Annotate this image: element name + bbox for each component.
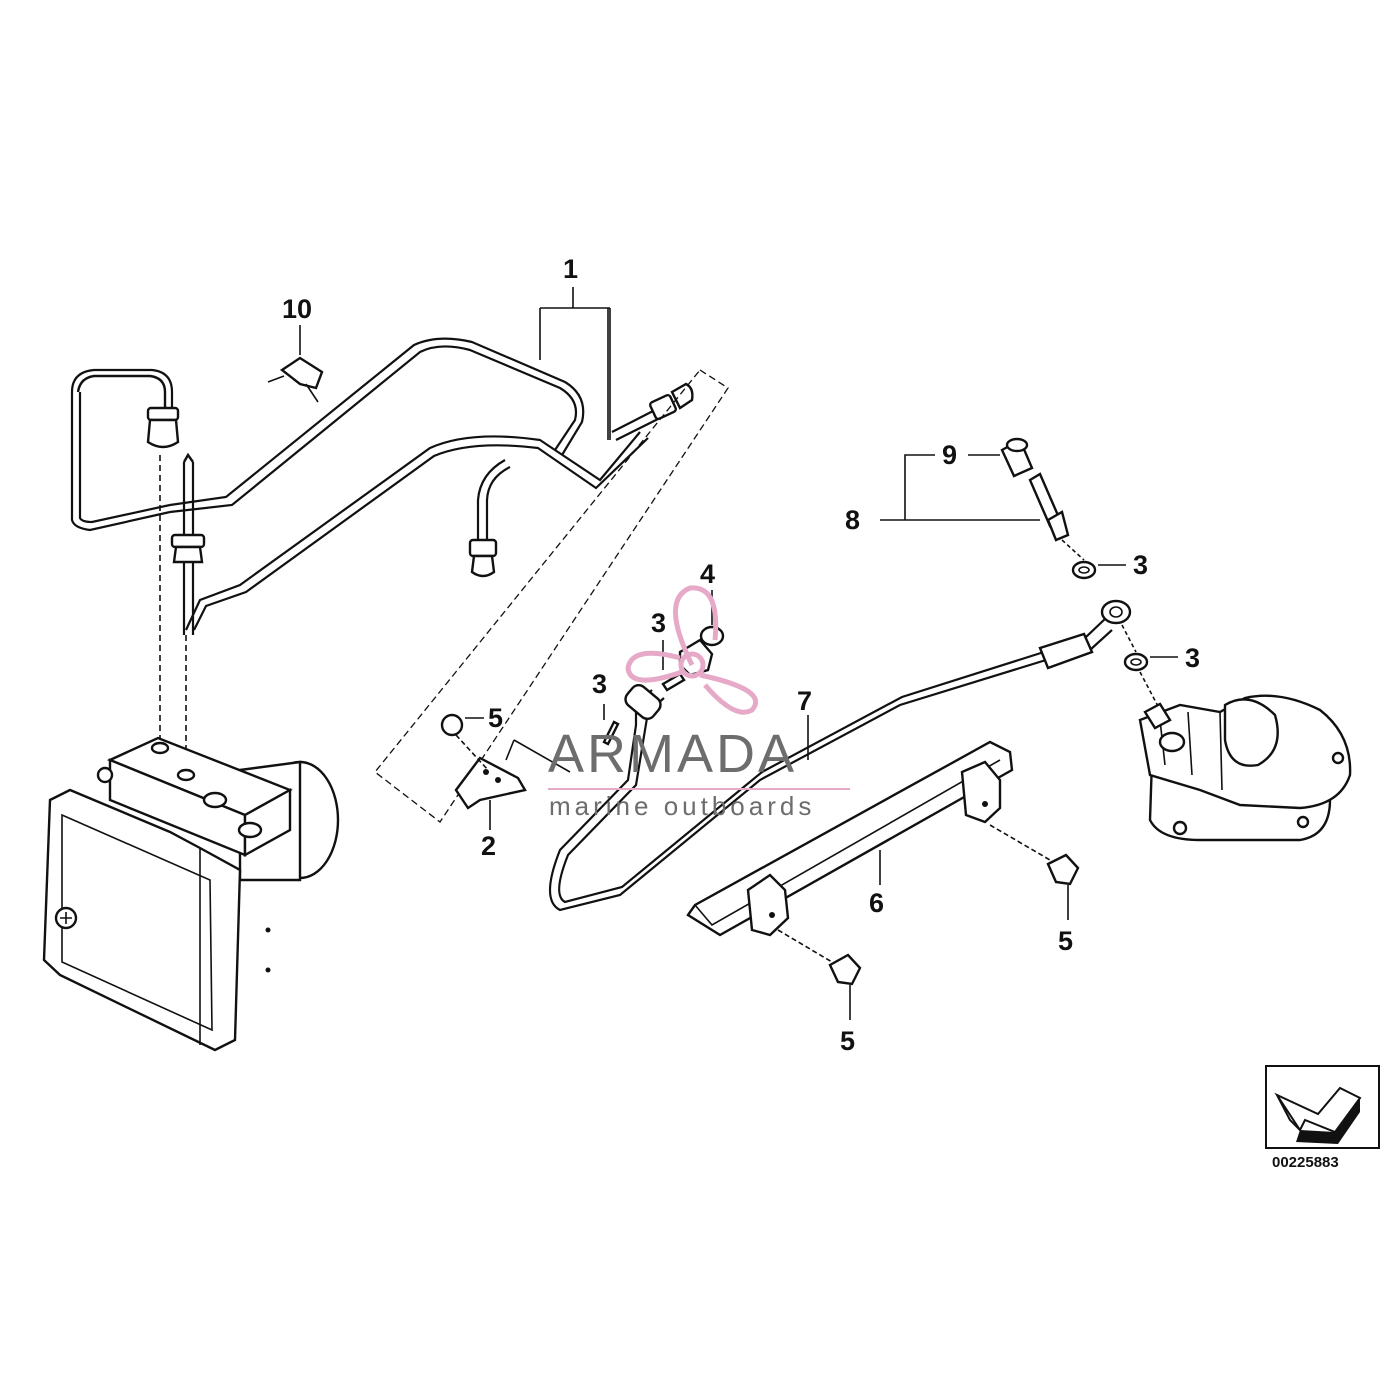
brake-caliper xyxy=(1138,694,1352,842)
callout-1: 1 xyxy=(539,254,611,440)
bleeder-valve: 9 8 xyxy=(845,437,1070,542)
svg-text:4: 4 xyxy=(700,559,715,589)
diagram-code: 00225883 xyxy=(1272,1154,1339,1171)
svg-text:7: 7 xyxy=(797,686,812,716)
washer-right-upper: 3 xyxy=(1061,539,1148,580)
svg-text:6: 6 xyxy=(869,888,884,918)
svg-text:10: 10 xyxy=(282,294,312,324)
washer-right-lower: 3 xyxy=(1121,624,1200,711)
svg-text:5: 5 xyxy=(488,703,503,733)
svg-text:2: 2 xyxy=(481,831,496,861)
direction-arrow-icon xyxy=(1265,1065,1380,1149)
propeller-logo-icon xyxy=(625,585,759,715)
brake-hose: 7 xyxy=(549,599,1132,912)
svg-text:9: 9 xyxy=(942,440,957,470)
abs-modulator-unit xyxy=(42,455,340,1052)
clip-part: 10 xyxy=(267,294,324,403)
bolt-lower-right: 5 xyxy=(989,824,1080,956)
hose-guide: 6 xyxy=(686,740,1014,937)
washer-left: 3 xyxy=(592,669,620,746)
bolt-lower-middle: 5 xyxy=(777,929,862,1056)
svg-text:8: 8 xyxy=(845,505,860,535)
svg-text:3: 3 xyxy=(1133,550,1148,580)
watermark-brand: ARMADA xyxy=(548,724,797,784)
svg-text:3: 3 xyxy=(1185,643,1200,673)
svg-text:3: 3 xyxy=(592,669,607,699)
bracket-part: 2 xyxy=(454,739,571,861)
brake-line-assembly xyxy=(70,308,694,635)
watermark: ARMADA marine outboards xyxy=(548,585,850,821)
bolt-upper: 5 xyxy=(440,703,503,771)
kit-boundary xyxy=(374,369,729,823)
svg-text:5: 5 xyxy=(840,1026,855,1056)
svg-text:1: 1 xyxy=(563,254,578,284)
watermark-tagline: marine outboards xyxy=(549,791,815,821)
svg-text:5: 5 xyxy=(1058,926,1073,956)
svg-text:3: 3 xyxy=(651,608,666,638)
